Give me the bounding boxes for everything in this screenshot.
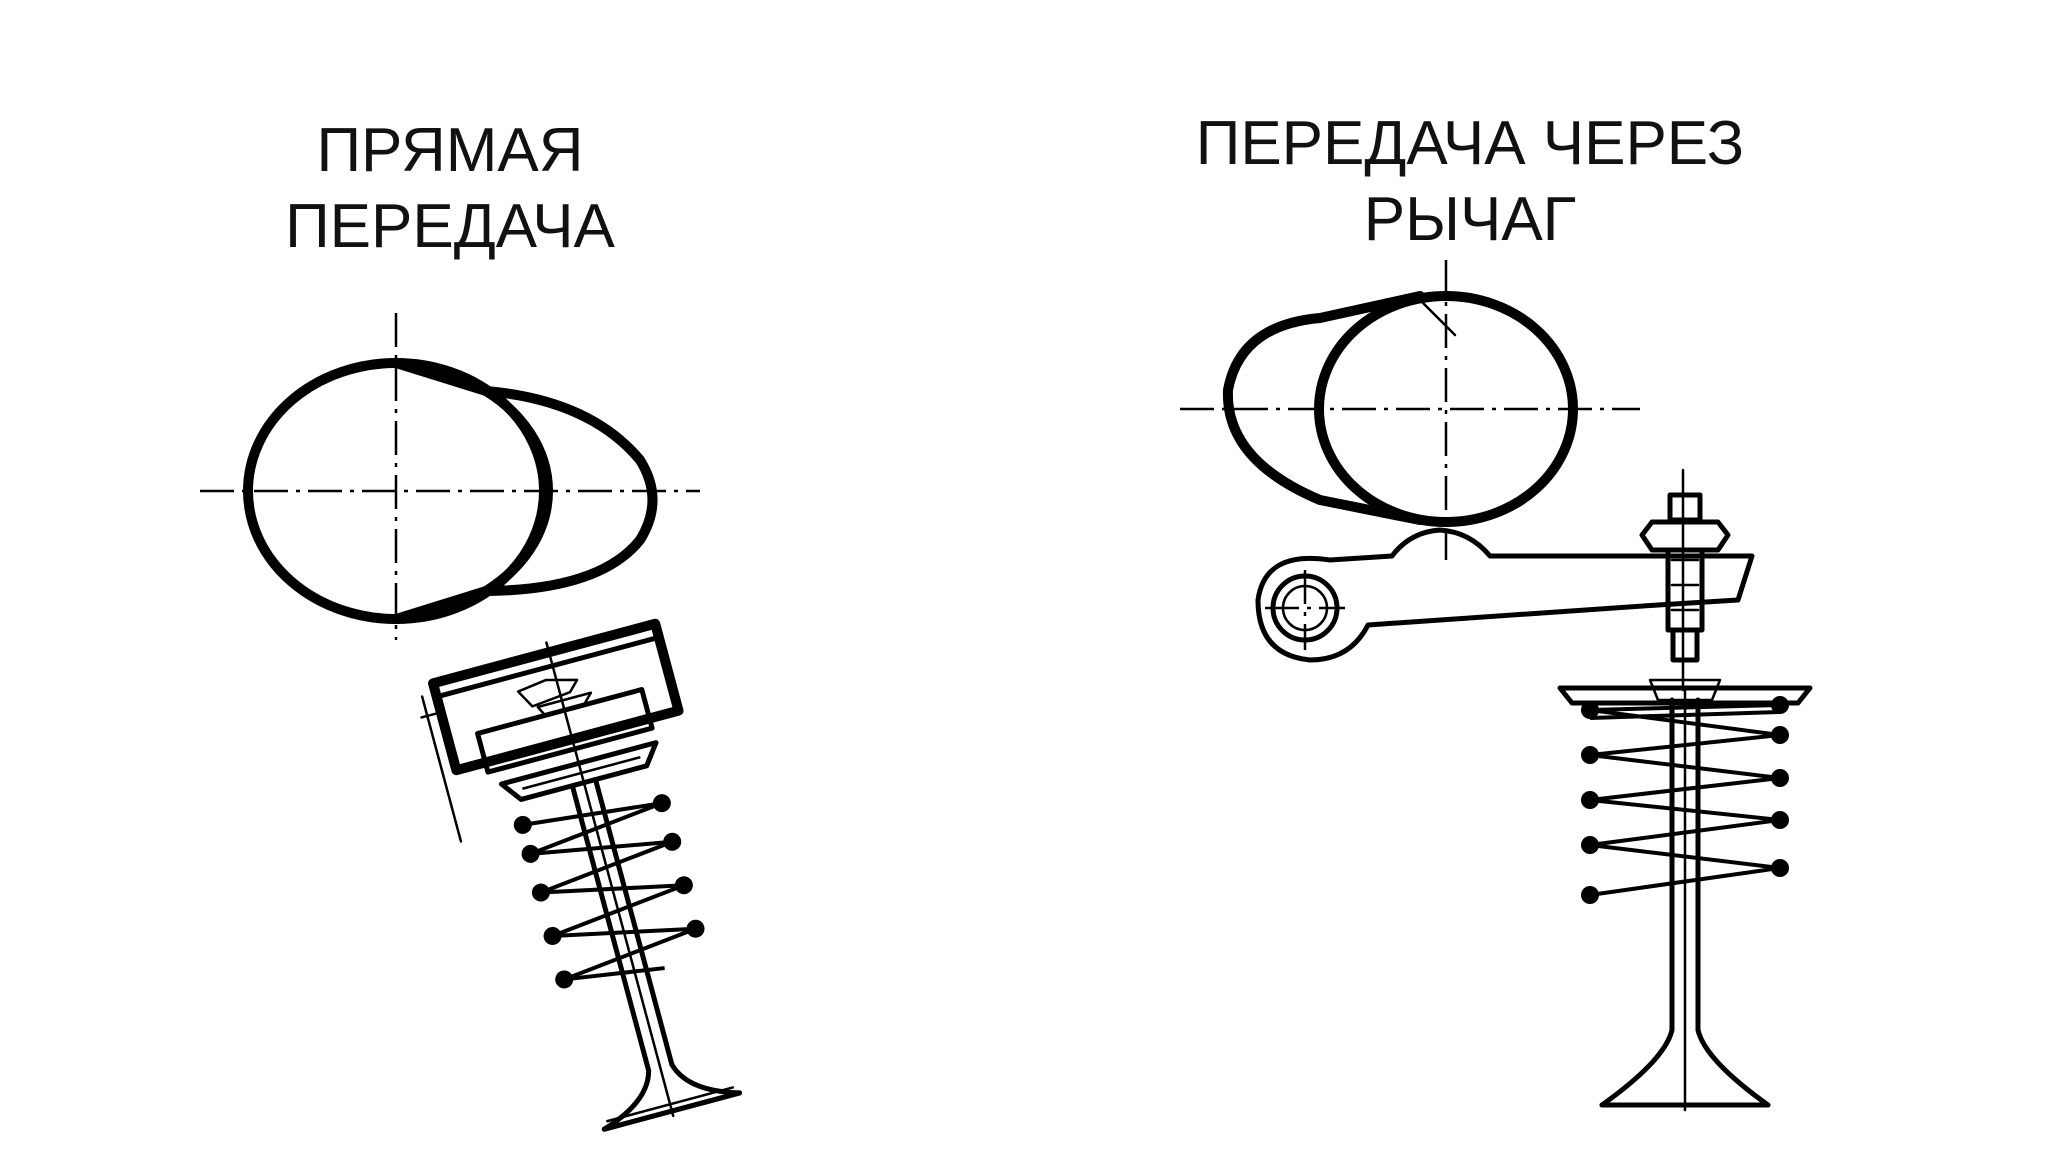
lever-adjusting-screw: [1639, 468, 1731, 692]
lever-drive-title-line-2: РЫЧАГ: [1363, 185, 1577, 254]
lever-valve-assembly: [1557, 678, 1813, 1112]
direct-drive-title: ПРЯМАЯ ПЕРЕДАЧА: [200, 113, 700, 265]
lever-rocker-arm: [1255, 527, 1755, 663]
lever-valve-head: [1599, 1027, 1771, 1108]
direct-cam: [200, 313, 700, 640]
direct-valve-axis: [545, 641, 675, 1118]
direct-drive-title-line-2: ПЕРЕДАЧА: [285, 192, 615, 261]
direct-valve-head: [601, 1061, 743, 1132]
direct-drive-title-line-1: ПРЯМАЯ: [316, 116, 584, 185]
lever-drive-title-line-1: ПЕРЕДАЧА ЧЕРЕЗ: [1195, 109, 1745, 178]
direct-valve-spring: [513, 794, 705, 989]
direct-drive-diagram: [200, 313, 743, 1132]
lever-valve-spring: [1581, 696, 1789, 904]
direct-bucket-tappet: [420, 618, 684, 843]
lever-cam: [1180, 260, 1640, 560]
direct-valve-assembly: [420, 618, 743, 1132]
lever-valve-stem: [1669, 688, 1701, 1112]
lever-spring-retainer: [1557, 685, 1813, 706]
lever-drive-title: ПЕРЕДАЧА ЧЕРЕЗ РЫЧАГ: [1120, 106, 1820, 258]
lever-drive-diagram: [1180, 260, 1813, 1112]
direct-spring-retainer: [498, 740, 659, 802]
